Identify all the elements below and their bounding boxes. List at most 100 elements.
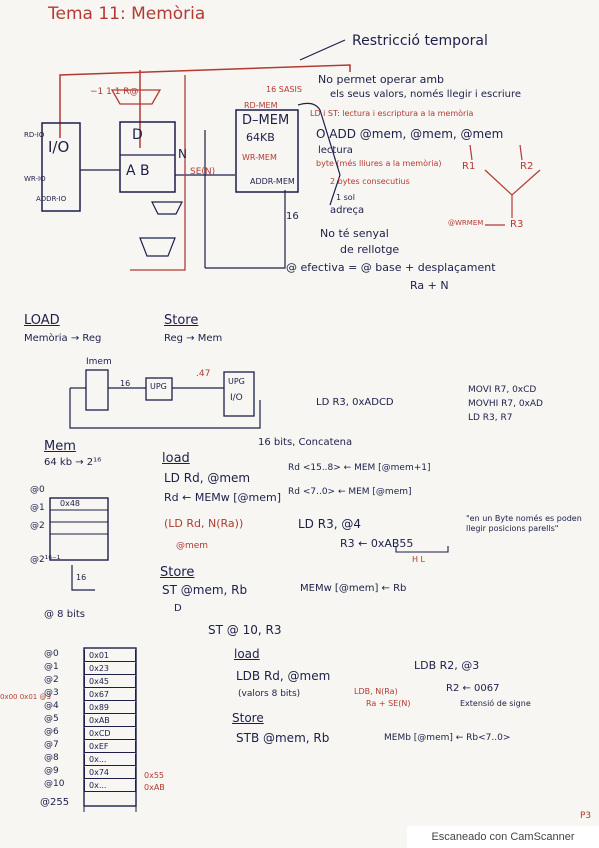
byte-store-heading: Store — [232, 711, 264, 725]
extensio-signe: Extensió de signe — [460, 699, 531, 708]
restriccio-note: Restricció temporal — [352, 33, 488, 49]
ra-plus-se: Ra + SE(N) — [366, 699, 411, 708]
rd-memw: Rd ← MEMw [@mem] — [164, 491, 282, 504]
byte-mem-cell: 0x... — [84, 780, 136, 792]
byte-load-heading: load — [234, 647, 260, 661]
bits16-label: 16 — [120, 379, 131, 388]
st-syntax: ST @mem, Rb — [162, 583, 248, 597]
ld-st-bus-label: 16 SASIS — [266, 85, 302, 94]
mem-size-label: 64KB — [246, 131, 275, 144]
end-address: @255 — [40, 797, 70, 808]
load-section-heading: load — [162, 451, 190, 466]
valors-note: els seus valors, només llegir i escriure — [330, 89, 521, 100]
r3-label: R3 — [510, 219, 524, 230]
byte-mem-address: @10 — [44, 779, 65, 789]
rd-mem-label: RD-MEM — [244, 101, 278, 110]
byte-mem-cell: 0x01 — [84, 650, 136, 662]
byte-mem-address: @2 — [44, 675, 59, 685]
store-heading: Store — [164, 313, 199, 328]
n47-label: .47 — [196, 369, 211, 379]
valors-8bits: (valors 8 bits) — [238, 689, 301, 699]
no-permet-note: No permet operar amb — [318, 73, 445, 86]
ld-r3-r7-line: LD R3, R7 — [468, 413, 513, 423]
words-note: 2 bytes consecutius — [330, 177, 410, 186]
byte-note-quote: "en un Byte només es poden llegir posici… — [466, 514, 582, 533]
byte-mem-cell: 0x23 — [84, 663, 136, 675]
byte-mem-address: @8 — [44, 753, 59, 763]
imem-label: Imem — [86, 357, 112, 367]
byte-mem-cell: 0xEF — [84, 741, 136, 753]
reg-ab-label: A B — [126, 163, 150, 179]
upg-label: UPG — [228, 377, 245, 386]
byte-mem-cell: 0x67 — [84, 689, 136, 701]
mem-heading: Mem — [44, 439, 76, 454]
mem-addr-end: @2¹⁶⁻¹ — [30, 555, 61, 565]
lectura-note: lectura — [318, 145, 353, 156]
r2-label: R2 — [520, 161, 534, 172]
at-8bits: @ 8 bits — [44, 609, 85, 620]
ld-rd-n-ra: (LD Rd, N(Ra)) — [164, 517, 244, 530]
ldb-syntax: LDB Rd, @mem — [236, 669, 331, 683]
adreca-note: adreça — [330, 205, 365, 216]
wrmem-note: @WRMEM — [448, 219, 484, 227]
stb-syntax: STB @mem, Rb — [236, 731, 330, 745]
byte-mem-cell: 0xCD — [84, 728, 136, 740]
byte-mem-address: @9 — [44, 766, 59, 776]
ld-st-note: LD i ST: lectura i escriptura a la memòr… — [310, 109, 474, 118]
rd-io-label: RD-IO — [24, 131, 45, 139]
byte-mem-cell: 0x74 — [84, 767, 136, 779]
rd-high-bits: Rd <15..8> ← MEM [@mem+1] — [288, 463, 431, 473]
page-title: Tema 11: Memòria — [48, 4, 206, 24]
movhi-line: MOVHI R7, 0xAD — [468, 399, 543, 409]
add-mem-note: O ADD @mem, @mem, @mem — [316, 127, 504, 141]
bus-16-label: 16 — [286, 211, 299, 222]
ldb-n-ra: LDB, N(Ra) — [354, 687, 398, 696]
io-small-label: I/O — [230, 393, 243, 403]
byte-mem-address: @1 — [44, 662, 59, 672]
page-number: P3 — [580, 811, 592, 821]
se-label: SE(N) — [190, 167, 216, 177]
rd-low-bits: Rd <7..0> ← MEM [@mem] — [288, 487, 412, 497]
store-subtitle: Reg → Mem — [164, 333, 223, 344]
upc-label: UPG — [150, 382, 167, 391]
reg-d-label: D — [132, 127, 143, 143]
byte-mem-address: @4 — [44, 701, 59, 711]
rellotge-note: de rellotge — [340, 243, 400, 256]
mem-size: 64 kb → 2¹⁶ — [44, 457, 102, 468]
n-label: N — [178, 147, 187, 161]
reg-a-label: −1 1 1 R@ — [90, 87, 139, 97]
high-low-label: H L — [412, 555, 426, 564]
ld-r3-example: LD R3, 0xADCD — [316, 397, 394, 408]
byte-mem-cell: 0xAB — [84, 715, 136, 727]
byte-note: byte (més lliures a la memòria) — [316, 159, 442, 168]
movi-line: MOVI R7, 0xCD — [468, 385, 537, 395]
at-mem-red: @mem — [176, 541, 209, 551]
scanner-watermark: Escaneado con CamScanner — [407, 826, 599, 848]
side-val-1: 0x55 — [144, 771, 165, 780]
r2-assign: R2 ← 0067 — [446, 683, 500, 694]
mem-addr-0: @0 — [30, 485, 45, 495]
ra-n-formula: Ra + N — [410, 279, 449, 292]
memw-assign: MEMw [@mem] ← Rb — [300, 583, 407, 594]
io-block-label: I/O — [48, 138, 70, 156]
addr-io-label: ADDR-IO — [36, 195, 67, 203]
mem-addr-2: @2 — [30, 521, 45, 531]
load-subtitle: Memòria → Reg — [24, 333, 102, 344]
byte-mem-address: @0 — [44, 649, 59, 659]
left-side-labels: 0x00 0x01 @3 — [0, 693, 51, 701]
mem-cell-first: 0x48 — [60, 499, 81, 508]
byte-mem-cell: 0x45 — [84, 676, 136, 688]
memb-assign: MEMb [@mem] ← Rb<7..0> — [384, 733, 511, 743]
byte-mem-address: @3 — [44, 688, 59, 698]
byte-mem-address: @6 — [44, 727, 59, 737]
store-section-heading: Store — [160, 565, 195, 580]
r3-assign: R3 ← 0xAB55 — [340, 537, 414, 550]
byte-mem-cell: 0x... — [84, 754, 136, 766]
byte-mem-address: @5 — [44, 714, 59, 724]
d-mem-label: D–MEM — [242, 113, 290, 128]
byte-mem-cell: 0x89 — [84, 702, 136, 714]
wr-mem-label: WR-MEM — [242, 153, 277, 162]
ld-r3-at4: LD R3, @4 — [298, 517, 361, 531]
d-label: D — [174, 603, 182, 614]
